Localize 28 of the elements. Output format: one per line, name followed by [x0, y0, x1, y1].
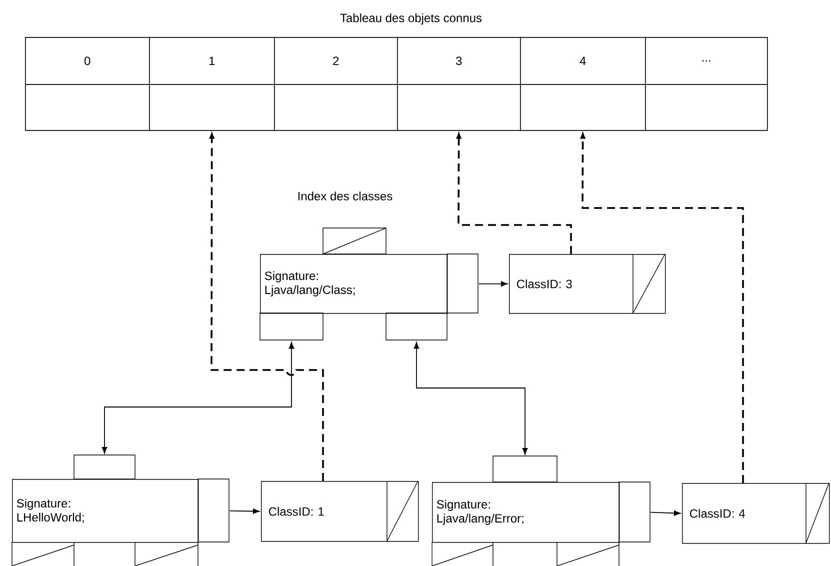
class-entry-box: Signature: LHelloWorld;	[12, 454, 230, 566]
table-cell: 3	[397, 37, 521, 85]
table-title: Tableau des objets connus	[340, 13, 482, 25]
class-id-box: ClassID: 3	[509, 254, 666, 314]
class-entry-box: Signature: Ljava/lang/Class;	[260, 228, 478, 340]
arrow	[580, 133, 744, 483]
table-cell: ...	[645, 37, 768, 85]
class-id-box: ClassID: 4	[682, 482, 830, 544]
table-cell	[645, 84, 768, 131]
table-cell: 1	[149, 37, 275, 85]
table-cell: 4	[520, 37, 646, 85]
table-cell	[520, 84, 646, 131]
arrow	[102, 342, 294, 454]
arrow	[478, 281, 508, 287]
table-cell	[397, 84, 521, 131]
arrow	[650, 510, 681, 516]
table-cell	[274, 84, 398, 131]
arrow	[209, 133, 324, 481]
arrow	[456, 133, 572, 254]
section-heading: Index des classes	[298, 192, 392, 200]
table-cell: 2	[274, 37, 398, 85]
arrow	[414, 342, 528, 455]
arrow	[229, 508, 260, 514]
table-cell: 0	[25, 37, 150, 85]
class-id-box: ClassID: 1	[261, 480, 419, 542]
table-cell	[25, 84, 150, 131]
class-entry-box: Signature: Ljava/lang/Error;	[432, 456, 650, 566]
table-cell	[149, 84, 275, 131]
